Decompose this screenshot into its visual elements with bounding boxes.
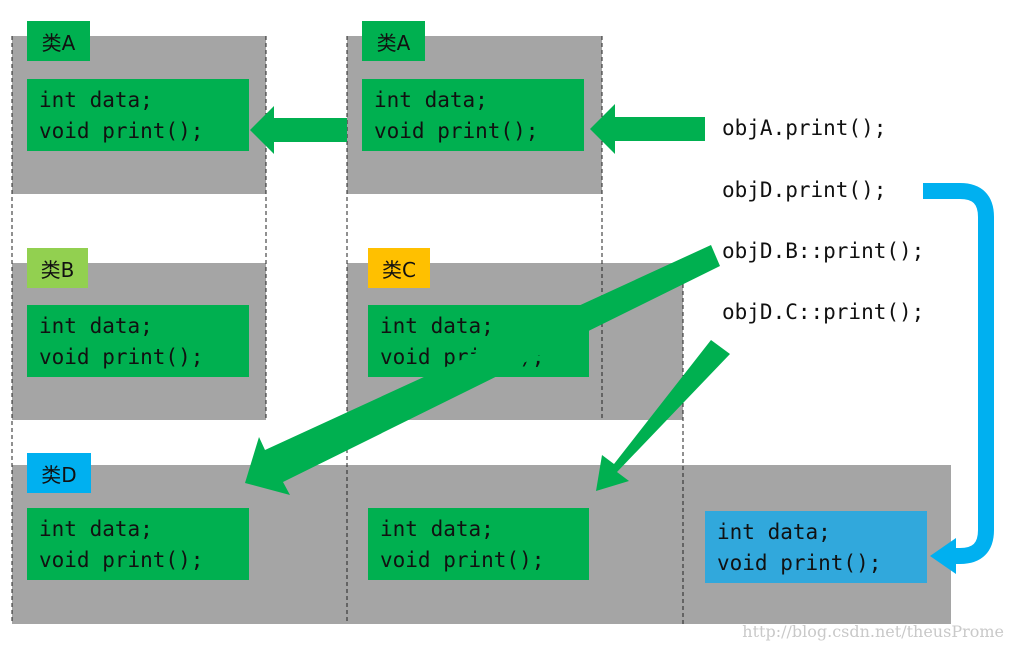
member-print: void print();	[374, 119, 539, 143]
call-objd-print: objD.print();	[722, 178, 887, 202]
arrow-a-to-a	[250, 106, 347, 154]
member-data: int data;	[717, 520, 831, 544]
call-obja-print: objA.print();	[722, 116, 887, 140]
member-data: int data;	[39, 88, 153, 112]
arrow-objd-c-to-c	[596, 340, 730, 491]
member-print: void print();	[380, 548, 545, 572]
member-data: int data;	[39, 314, 153, 338]
arrow-objd-head	[930, 538, 956, 574]
class-a-label-left: 类A	[27, 21, 90, 61]
member-print: void print();	[717, 551, 882, 575]
call-objd-c-print: objD.C::print();	[722, 300, 925, 324]
class-a-code-left: int data; void print();	[27, 79, 249, 151]
class-c-label: 类C	[368, 248, 430, 288]
class-a-label-middle: 类A	[362, 21, 425, 61]
member-data: int data;	[380, 517, 494, 541]
class-d-code-own: int data; void print();	[705, 511, 927, 583]
arrow-obja-to-a	[590, 104, 705, 154]
class-d-code-left: int data; void print();	[27, 508, 249, 580]
class-b-code: int data; void print();	[27, 305, 249, 377]
arrow-objd-b-to-b	[245, 245, 720, 495]
arrow-objd-to-d	[923, 183, 994, 564]
class-d-code-middle: int data; void print();	[368, 508, 589, 580]
member-print: void print();	[39, 548, 204, 572]
member-data: int data;	[380, 314, 494, 338]
class-a-code-middle: int data; void print();	[362, 79, 584, 151]
member-data: int data;	[39, 517, 153, 541]
class-d-label: 类D	[27, 453, 91, 493]
member-data: int data;	[374, 88, 488, 112]
member-print: void print();	[39, 345, 204, 369]
watermark: http://blog.csdn.net/theusProme	[742, 622, 1004, 641]
member-print: void print();	[39, 119, 204, 143]
class-b-label: 类B	[27, 248, 88, 288]
call-objd-b-print: objD.B::print();	[722, 239, 925, 263]
